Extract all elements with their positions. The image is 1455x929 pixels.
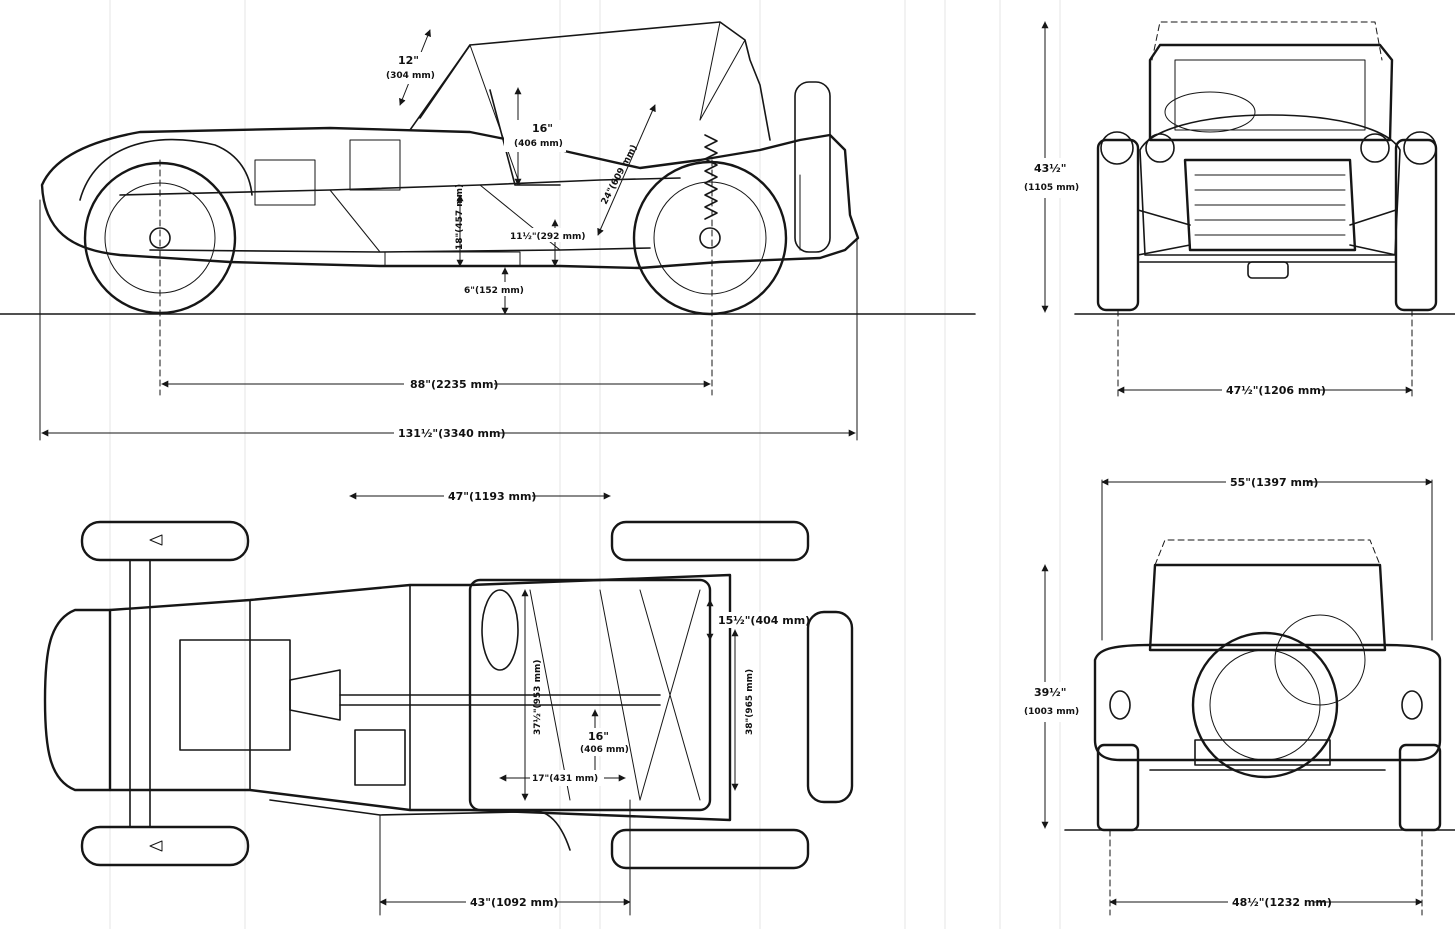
plan-view: 47"(1193 mm) 15½"(404 mm) 37½"(953 mm) 3… (43, 488, 854, 916)
spare-wheel (794, 81, 831, 253)
front-body-upper (1148, 43, 1394, 142)
plan-front-right-tyre (80, 825, 250, 867)
plan-rear-left-tyre (610, 520, 810, 562)
seat-depth-mm-label: (406 mm) (580, 745, 629, 755)
ground-clearance-label: 6"(152 mm) (464, 286, 524, 296)
roof-height-label: 12" (398, 54, 419, 67)
left-sidelamp (1145, 133, 1175, 163)
sill-height-label: 11½"(292 mm) (510, 231, 585, 242)
front-track-label: 47½"(1206 mm) (1226, 384, 1326, 397)
radiator-grille (1183, 158, 1357, 252)
body-outline (40, 126, 860, 270)
rear-track-label: 48½"(1232 mm) (1232, 896, 1332, 909)
front-elevation: 43½" (1105 mm) 47½"(1206 mm) (1022, 21, 1455, 401)
seat-depth-label: 16" (588, 730, 609, 743)
plan-front-left-tyre (80, 520, 250, 562)
side-elevation: 12" (304 mm) 16" (406 mm) 24"(609 mm) 18… (0, 21, 976, 441)
seat-back-label: 37½"(953 mm) (532, 660, 543, 735)
rear-spare-wheel (1191, 631, 1339, 779)
front-right-wheel (1394, 138, 1438, 312)
plan-rear-right-tyre (610, 828, 810, 870)
front-height-label: 43½" (1034, 162, 1066, 175)
seat-height-label: 16" (532, 122, 553, 135)
rear-height-label: 39½" (1034, 686, 1066, 699)
left-headlamp (1100, 131, 1134, 165)
rear-body-lower (1093, 643, 1442, 762)
rear-elevation: 55"(1397 mm) 39½" (1003 mm) 48½"(1232 mm… (1022, 474, 1455, 916)
floor-height-label: 18"(457 mm) (455, 184, 465, 250)
rear-axle-width-label: 38"(965 mm) (745, 669, 755, 735)
roof-height-mm-label: (304 mm) (386, 71, 435, 81)
plan-nosecone (43, 608, 112, 792)
rear-width-label: 15½"(404 mm) (718, 614, 810, 627)
front-height-mm-label: (1105 mm) (1024, 183, 1079, 193)
plan-spare-wheel (806, 610, 854, 804)
rear-overhang-label: 43"(1092 mm) (470, 896, 558, 909)
wheelbase-label: 88"(2235 mm) (410, 378, 498, 391)
seat-height-mm-label: (406 mm) (514, 139, 563, 149)
rear-height-mm-label: (1003 mm) (1024, 707, 1079, 717)
rear-body-upper (1148, 563, 1387, 652)
rear-overall-width-label: 55"(1397 mm) (1230, 476, 1318, 489)
seat-width-label: 17"(431 mm) (532, 774, 598, 784)
right-sidelamp (1360, 133, 1390, 163)
rear-right-wheel (1398, 743, 1442, 832)
rear-left-wheel (1096, 743, 1140, 832)
overall-length-label: 131½"(3340 mm) (398, 427, 506, 440)
plan-chassis-frame (108, 573, 732, 822)
cockpit-length-label: 47"(1193 mm) (448, 490, 536, 503)
